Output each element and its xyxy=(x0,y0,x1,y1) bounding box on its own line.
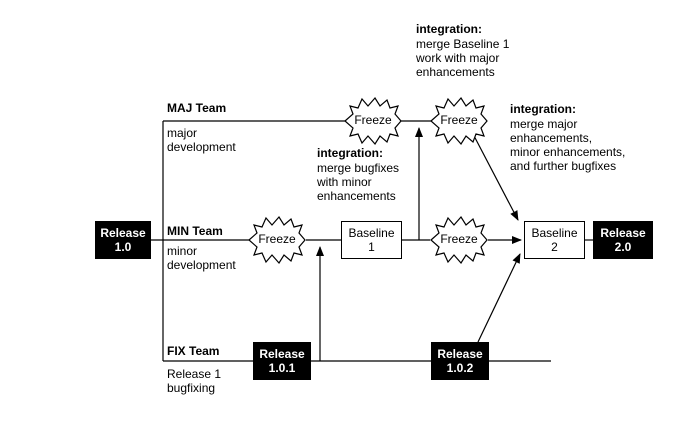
fix-team-label: FIX Team xyxy=(167,344,220,358)
min-team-label: MIN Team xyxy=(167,224,223,238)
release-1-0-1: Release 1.0.1 xyxy=(253,342,311,380)
release-1-0: Release 1.0 xyxy=(95,221,151,259)
freeze-burst-min-2 xyxy=(430,215,488,265)
maj-team-label: MAJ Team xyxy=(167,101,227,115)
freeze-burst-maj-1 xyxy=(344,96,402,146)
integration-note-3-body: merge major enhancements, minor enhancem… xyxy=(510,117,626,173)
integration-note-2-title: integration: xyxy=(416,22,482,36)
release-2-0: Release 2.0 xyxy=(593,221,653,259)
baseline-1: Baseline 1 xyxy=(341,221,402,259)
integration-note-1-body: merge bugfixes with minor enhancements xyxy=(317,161,400,203)
integration-note-1-title: integration: xyxy=(317,146,383,160)
freeze-burst-maj-2 xyxy=(430,96,488,146)
freeze-label-maj-1: Freeze xyxy=(354,113,392,127)
freeze-label-maj-2: Freeze xyxy=(440,113,478,127)
freeze-label-min-2: Freeze xyxy=(440,232,478,246)
freeze-burst-min-1 xyxy=(248,215,306,265)
min-team-desc: minor development xyxy=(167,244,236,272)
baseline-2: Baseline 2 xyxy=(524,221,585,259)
freeze-label-min-1: Freeze xyxy=(258,232,296,246)
release-1-0-2: Release 1.0.2 xyxy=(431,342,489,380)
maj-team-desc: major development xyxy=(167,126,236,154)
maj-to-baseline2-arrow xyxy=(471,131,519,221)
fix-team-desc: Release 1 bugfixing xyxy=(167,367,222,395)
integration-note-2-body: merge Baseline 1 work with major enhance… xyxy=(416,37,510,79)
integration-note-3-title: integration: xyxy=(510,102,576,116)
fix-to-baseline2-arrow xyxy=(477,253,521,343)
